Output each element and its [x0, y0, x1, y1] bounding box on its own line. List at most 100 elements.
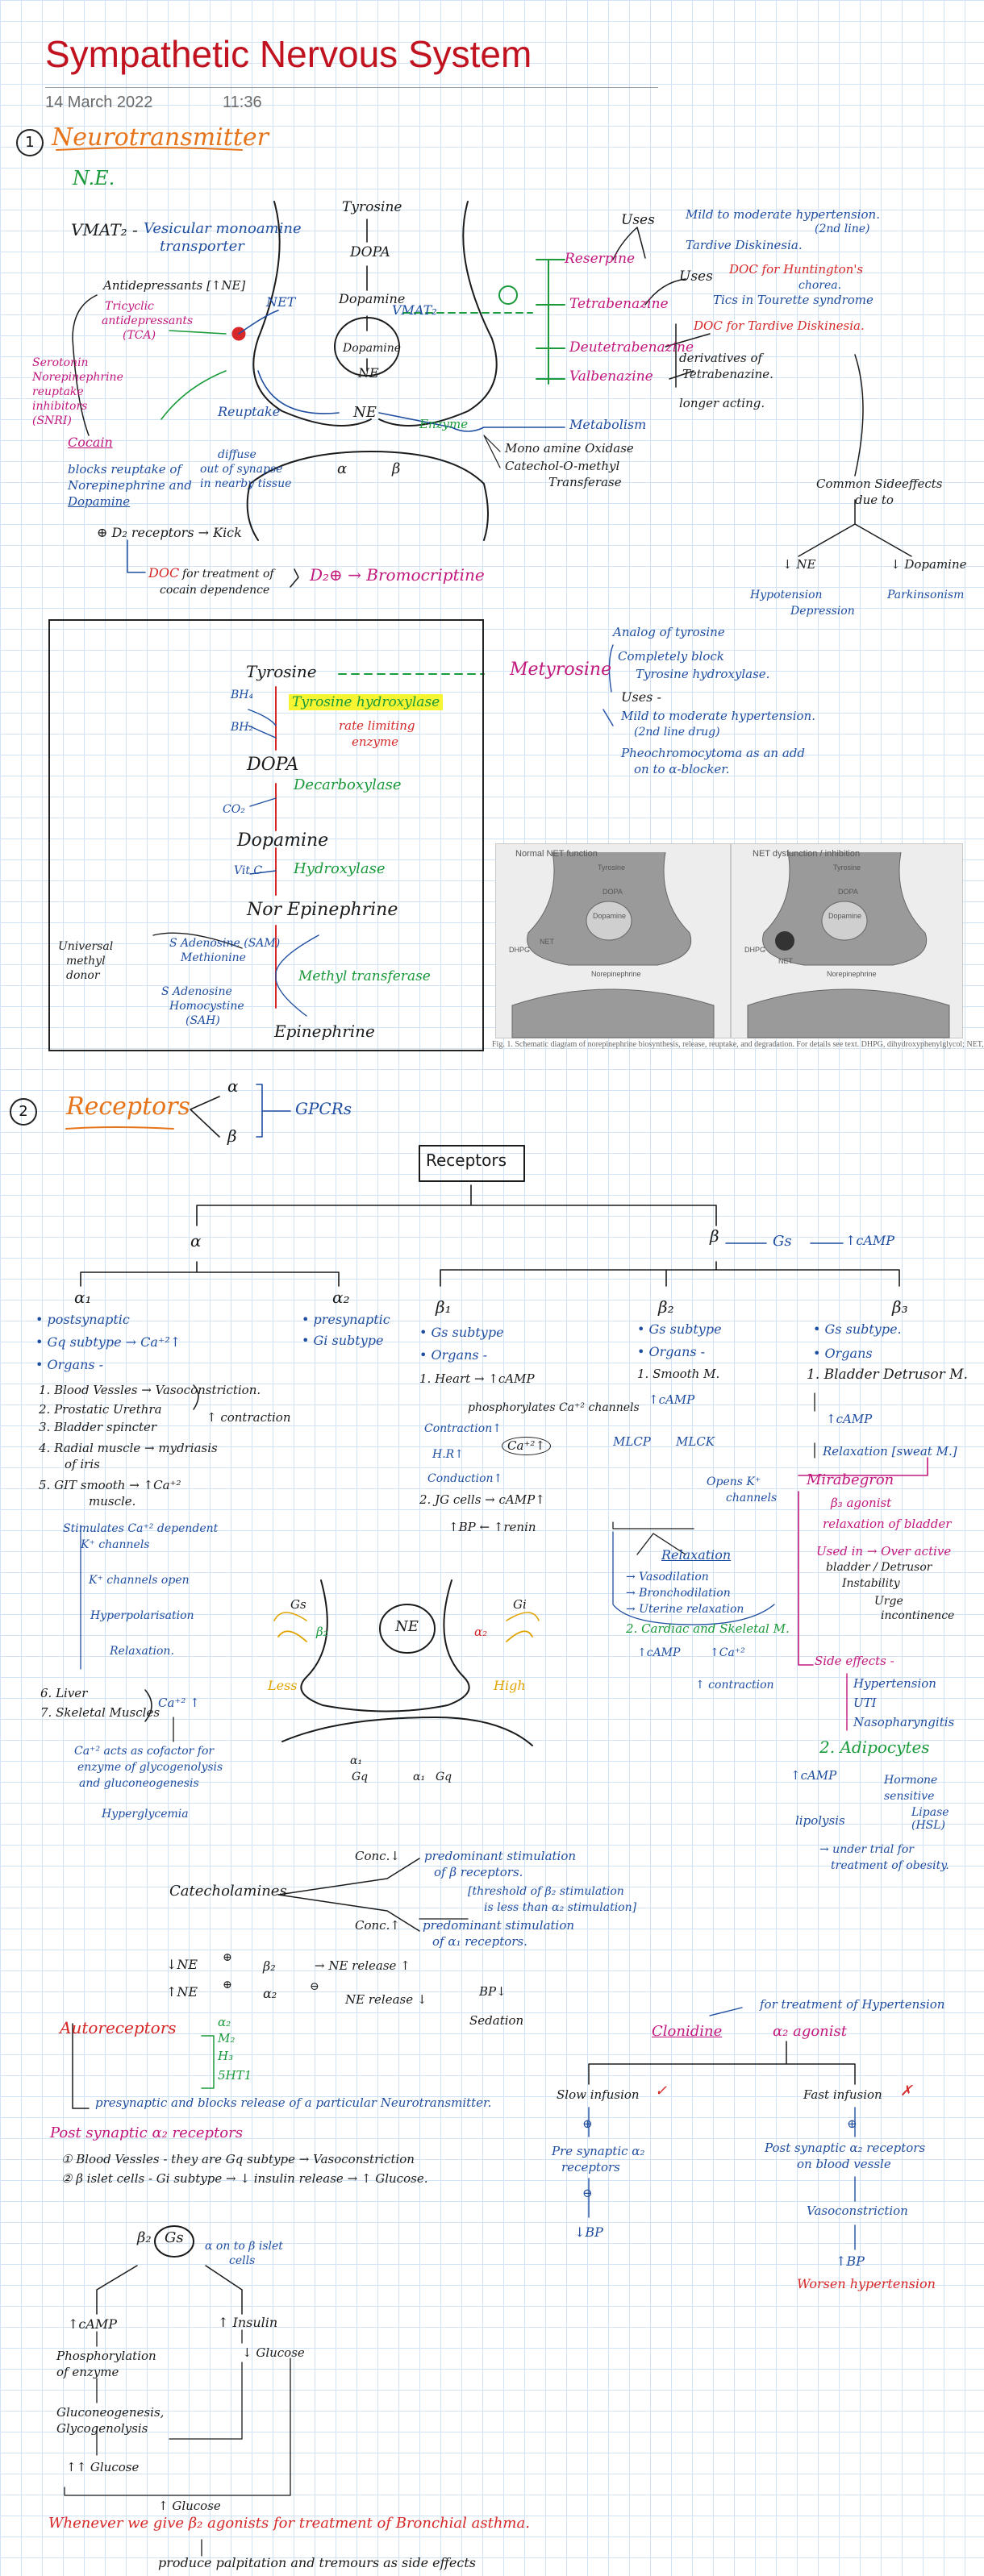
beta2-relax-1: → Vasodilation [626, 1571, 709, 1583]
title-divider [45, 87, 658, 88]
box-sah-3: (SAH) [186, 1014, 220, 1027]
adipo-trial-1: → under trial for [819, 1843, 914, 1856]
figure-normal-title: Normal NET function [515, 849, 598, 859]
alpha2-presynaptic: • presynaptic [302, 1312, 390, 1327]
adipo-hsl: (HSL) [911, 1819, 946, 1832]
auto-desc: presynaptic and blocks release of a part… [95, 2095, 492, 2110]
alpha1-step-9: Hyperglycemia [102, 1808, 189, 1821]
auto-m2: M₂ [218, 2031, 236, 2045]
post-synaptic-a2: Post synaptic α₂ receptors [50, 2124, 243, 2141]
alpha1-step-5: Relaxation. [110, 1645, 174, 1658]
slow-3: receptors [561, 2160, 620, 2174]
section-number-1: 1 [16, 129, 44, 156]
reserpine-use-2: Tardive Diskinesia. [686, 238, 803, 252]
box-methyltransferase: Methyl transferase [298, 968, 431, 984]
beta2-camp-2: ↑cAMP [637, 1646, 681, 1659]
metabolism-label: Metabolism [569, 417, 647, 432]
tca-3: (TCA) [123, 329, 156, 342]
beta2-cardiac: 2. Cardiac and Skeletal M. [626, 1621, 790, 1636]
receptors-box-title: Receptors [426, 1151, 507, 1170]
alpha1-organ-2: 2. Prostatic Urethra [39, 1402, 162, 1417]
alpha1-step-8: and gluconeogenesis [79, 1777, 199, 1790]
box-rate-limiting-2: enzyme [352, 735, 399, 749]
mirabegron-7: incontinence [881, 1609, 955, 1622]
figure-normal-drawing [511, 851, 715, 1038]
tetra-use-2: Tics in Tourette syndrome [713, 293, 874, 307]
box-universal-2: methyl [66, 955, 106, 968]
snri-2: Norepinephrine [32, 371, 123, 384]
b2gs-insulin: ↑ Insulin [218, 2315, 278, 2330]
syn-tyrosine: Tyrosine [342, 199, 402, 215]
b2gs-gluc-down: ↓ Glucose [242, 2345, 305, 2360]
conc-high-2: of α₁ receptors. [432, 1934, 527, 1949]
beta-receptor: β [392, 460, 401, 477]
diffuse-2: out of synapse [200, 463, 283, 476]
mirabegron-side-1: Hypertension [853, 1676, 936, 1691]
synapse-gq-left: Gq [352, 1771, 369, 1783]
box-universal-1: Universal [58, 940, 114, 953]
box-sam-2: Methionine [181, 951, 246, 964]
alpha1-organ-7: 7. Skeletal Muscles [40, 1705, 161, 1720]
adipo-trial-2: treatment of obesity. [831, 1859, 949, 1872]
beta1-title: β₁ [436, 1297, 452, 1317]
snri-4: inhibitors [32, 400, 88, 413]
metyrosine-desc-2: Completely block [618, 649, 724, 664]
b2gs-beta2: β₂ [137, 2229, 152, 2246]
beta2-k-2: channels [726, 1492, 778, 1504]
figure-net-dysfunction: NET dysfunction / inhibition Tyrosine DO… [731, 843, 963, 1038]
slow-5: ↓BP [574, 2224, 603, 2240]
b2gs-gluc-1: Gluconeogenesis, [56, 2405, 165, 2420]
beta2-contraction: ↑ contraction [695, 1679, 774, 1692]
figure-caption: Fig. 1. Schematic diagram of norepinephr… [492, 1040, 984, 1049]
conc-low-2: of β receptors. [434, 1865, 523, 1879]
adipocytes-label: 2. Adipocytes [819, 1737, 930, 1757]
beta1-phos: phosphorylates Ca⁺² channels [468, 1401, 640, 1414]
slow-2: Pre synaptic α₂ [552, 2144, 645, 2158]
synapse-less: Less [268, 1678, 298, 1693]
beta1-bp: ↑BP ← ↑renin [448, 1520, 536, 1534]
nea-5: NE release ↓ [345, 1992, 427, 2007]
figure-normal-net-label: NET [540, 938, 554, 946]
diffuse-3: in nearby tissue [200, 477, 292, 490]
beta2-smooth: 1. Smooth M. [637, 1367, 720, 1381]
tca-1: Tricyclic [105, 300, 154, 313]
beta2-title: β₂ [658, 1297, 674, 1317]
neb-2: ⊕ [223, 1951, 232, 1964]
tetra-use-1: DOC for Huntington's [729, 262, 864, 277]
neb-3: β₂ [263, 1958, 276, 1974]
box-hydroxylase: Hydroxylase [294, 860, 386, 877]
synapse-alpha2: α₂ [474, 1625, 488, 1639]
section-number-2: 2 [10, 1098, 37, 1126]
auto-h3: H₃ [218, 2049, 234, 2063]
beta1-ca: Ca⁺²↑ [502, 1437, 551, 1456]
metyrosine-use-2b: on to α-blocker. [634, 762, 730, 776]
box-rate-limiting-1: rate limiting [339, 718, 415, 733]
figure-normal-net: Normal NET function Tyrosine DOPA Dopami… [495, 843, 731, 1038]
mirabegron-5: Instability [842, 1577, 900, 1590]
conc-low: Conc.↓ [355, 1849, 400, 1863]
reserpine-use-1: Mild to moderate hypertension. [686, 207, 880, 222]
b2gs-cells-2: cells [229, 2254, 256, 2267]
figure-dys-net-label: NET [778, 957, 793, 965]
synapse-gi: Gi [513, 1597, 527, 1612]
alpha1-title: α₁ [74, 1288, 92, 1307]
nea-7: Sedation [469, 2013, 524, 2028]
box-th-highlight: Tyrosine hydroxylase [289, 694, 444, 710]
reserpine-use-1b: (2nd line) [815, 223, 870, 235]
mirabegron-4: bladder / Detrusor [826, 1561, 932, 1574]
longer-acting: longer acting. [679, 396, 765, 410]
figure-dys-tyrosine: Tyrosine [833, 864, 861, 872]
alpha1-organ-3: 3. Bladder spincter [39, 1420, 157, 1434]
threshold-1: [threshold of β₂ stimulation [468, 1885, 624, 1898]
metyrosine-desc-3: Tyrosine hydroxylase. [636, 667, 770, 681]
cocain-desc-3: Dopamine [68, 494, 131, 509]
auto-a2: α₂ [218, 2015, 231, 2029]
alpha1-step-1: Stimulates Ca⁺² dependent [63, 1522, 219, 1535]
metyrosine-uses: Uses - [621, 689, 661, 705]
fast-infusion-cross: ✗ [900, 2083, 913, 2100]
drug-reserpine: Reserpine [565, 251, 636, 267]
box-tyrosine-hydroxylase: Tyrosine hydroxylase [289, 694, 444, 711]
nea-3: α₂ [263, 1986, 277, 2001]
alpha1-gq: • Gq subtype → Ca⁺²↑ [35, 1334, 181, 1350]
mirabegron-side-effects: Side effects - [815, 1654, 894, 1668]
